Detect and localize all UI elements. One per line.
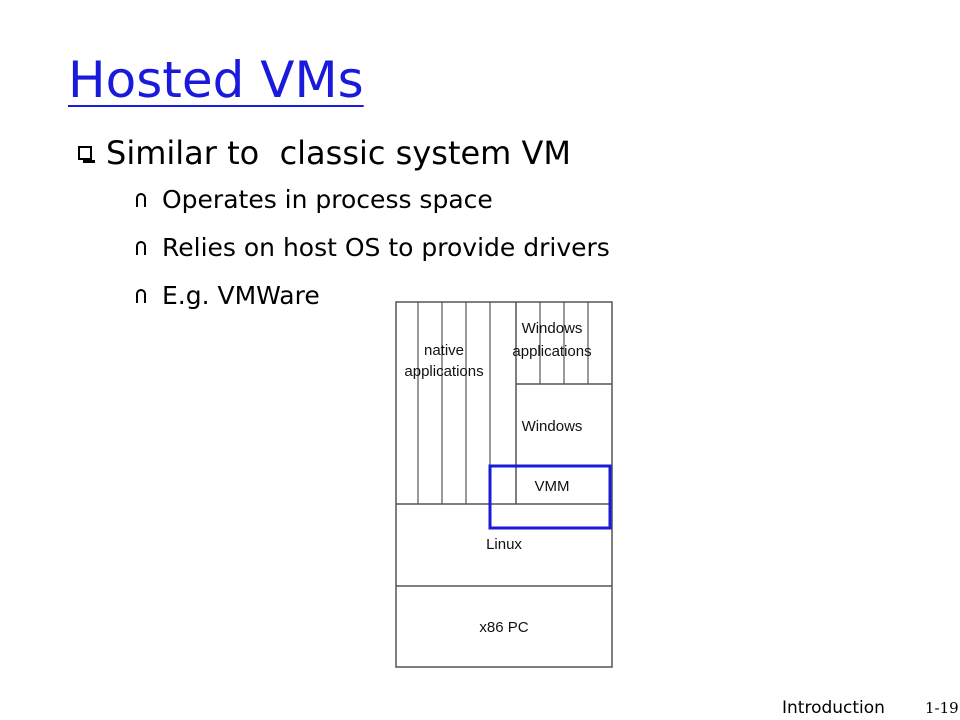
- windows-apps-label: applications: [512, 343, 591, 360]
- windows-apps-label: Windows: [522, 320, 583, 337]
- windows-label: Windows: [522, 418, 583, 435]
- native-apps-label: native: [424, 342, 464, 359]
- hardware-label: x86 PC: [479, 619, 528, 636]
- vmm-label: VMM: [535, 478, 570, 495]
- sub-bullet-text: Operates in process space: [162, 185, 493, 214]
- diagram-frame: [395, 301, 613, 668]
- square-bullet-icon: [78, 146, 95, 163]
- sub-bullet-text: Relies on host OS to provide drivers: [162, 233, 610, 262]
- sub-bullet-2: Relies on host OS to provide drivers: [136, 233, 610, 262]
- round-bullet-icon: [136, 192, 146, 207]
- slide-title: Hosted VMs: [68, 51, 364, 109]
- sub-bullet-text: E.g. VMWare: [162, 281, 320, 310]
- footer-section-label: Introduction: [782, 698, 885, 718]
- main-bullet: Similar to classic system VM: [78, 134, 571, 172]
- sub-bullet-1: Operates in process space: [136, 185, 493, 214]
- main-bullet-text: Similar to classic system VM: [106, 134, 572, 172]
- native-apps-label: applications: [404, 363, 483, 380]
- linux-label: Linux: [486, 536, 522, 553]
- footer-page-number: 1-19: [925, 699, 959, 717]
- round-bullet-icon: [136, 240, 146, 255]
- hosted-vm-diagram: native applications Windows applications…: [395, 301, 613, 668]
- round-bullet-icon: [136, 288, 146, 303]
- vmm-highlight-box: [488, 464, 612, 530]
- sub-bullet-3: E.g. VMWare: [136, 281, 320, 310]
